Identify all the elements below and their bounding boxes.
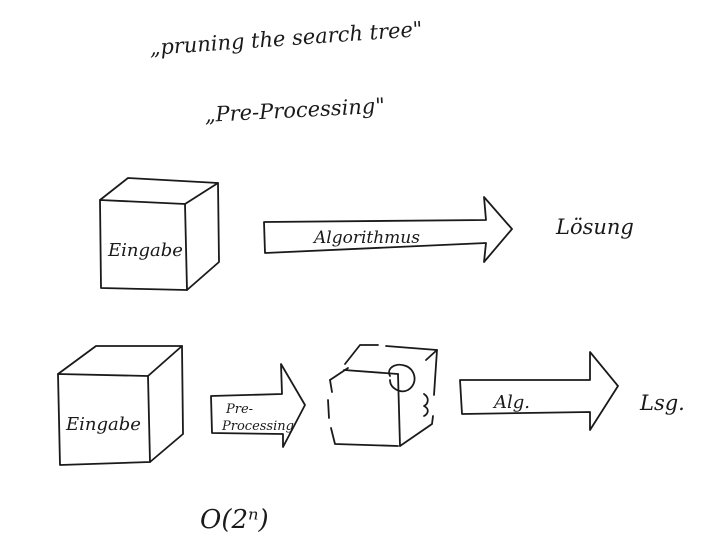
note-pruning: „pruning the search tree" — [149, 17, 424, 60]
bottom-input-cube — [57, 345, 184, 466]
bottom-result: Lsg. — [639, 391, 685, 415]
top-arrow-label: Algorithmus — [312, 228, 420, 248]
bottom-algorithm-arrow — [459, 351, 619, 431]
bottom-input-label: Eingabe — [65, 414, 141, 435]
top-input-cube — [99, 177, 220, 291]
top-result: Lösung — [555, 215, 634, 239]
complexity-note: O(2ⁿ) — [200, 505, 269, 535]
note-preprocessing: „Pre-Processing" — [204, 94, 385, 127]
top-input-label: Eingabe — [107, 240, 183, 261]
top-algorithm-arrow — [263, 196, 513, 263]
preprocessing-arrow — [210, 363, 306, 448]
preprocessing-label-line2: Processing — [221, 419, 294, 434]
bottom-arrow-label: Alg. — [492, 392, 530, 413]
pruned-cube — [327, 344, 438, 447]
preprocessing-label-line1: Pre- — [225, 402, 253, 417]
